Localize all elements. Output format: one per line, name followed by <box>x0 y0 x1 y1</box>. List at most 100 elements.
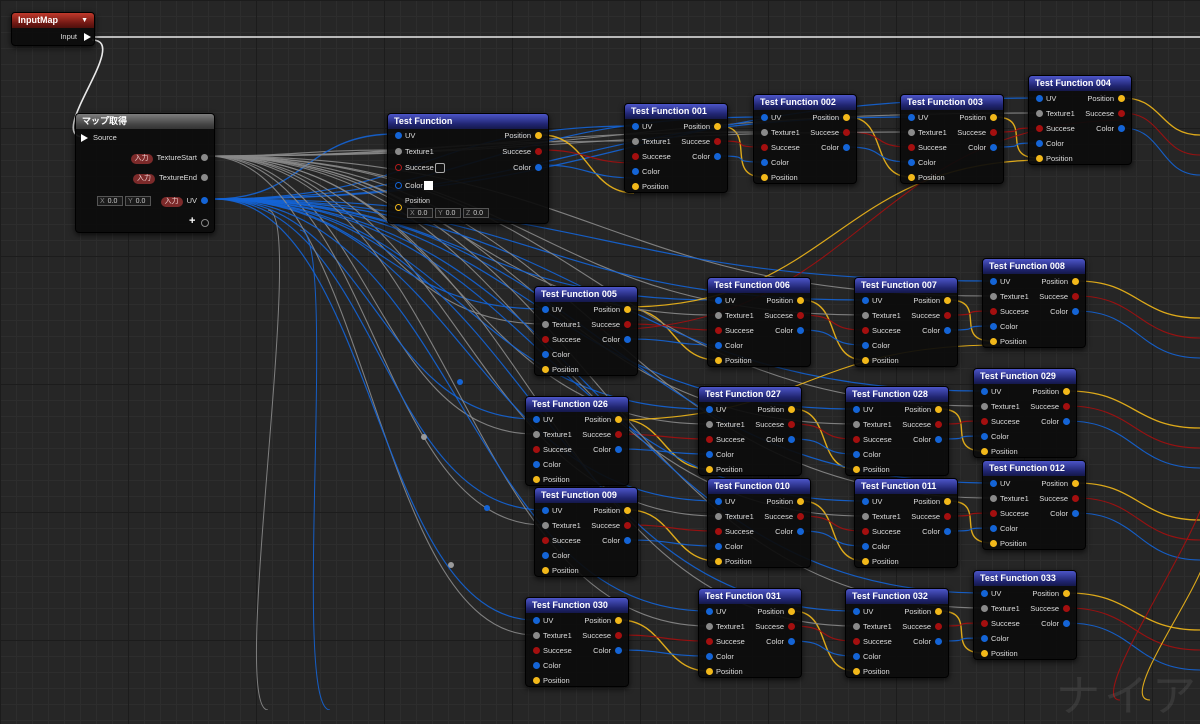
bool-pin-icon[interactable] <box>706 638 713 645</box>
position-pin-icon[interactable] <box>853 668 860 675</box>
test-function-header[interactable]: Test Function 008 <box>983 259 1085 274</box>
position-pin-icon[interactable] <box>788 608 795 615</box>
texture-pin-icon[interactable] <box>853 421 860 428</box>
position-pin-icon[interactable] <box>624 507 631 514</box>
texture-pin-icon[interactable] <box>201 174 208 181</box>
uv-pin-icon[interactable] <box>715 297 722 304</box>
color-pin-icon[interactable] <box>714 153 721 160</box>
reroute-knot[interactable] <box>448 562 454 568</box>
bool-pin-icon[interactable] <box>788 623 795 630</box>
test-function-main-node[interactable]: Test Function UV Texture1 Succese Color … <box>387 113 549 224</box>
test-function-header[interactable]: Test Function 028 <box>846 387 948 402</box>
out-color[interactable]: Color <box>526 443 628 457</box>
out-position[interactable]: Position <box>699 403 801 417</box>
uv-pin-icon[interactable] <box>395 132 402 139</box>
position-pin-icon[interactable] <box>788 406 795 413</box>
color-pin-icon[interactable] <box>1072 510 1079 517</box>
bool-pin-icon[interactable] <box>853 638 860 645</box>
main-out-succese[interactable]: Succese <box>388 145 548 159</box>
out-succese[interactable]: Succese <box>1029 107 1131 121</box>
position-pin-icon[interactable] <box>542 567 549 574</box>
color-pin-icon[interactable] <box>624 537 631 544</box>
uv-pin-icon[interactable] <box>542 507 549 514</box>
color-pin-icon[interactable] <box>615 446 622 453</box>
out-color[interactable]: Color <box>526 644 628 658</box>
texture-pin-icon[interactable] <box>542 321 549 328</box>
test-function-main-header[interactable]: Test Function <box>388 114 548 129</box>
color-pin-icon[interactable] <box>853 451 860 458</box>
add-pin-icon[interactable]: + <box>189 215 196 227</box>
texture-pin-icon[interactable] <box>632 138 639 145</box>
out-succese[interactable]: Succese <box>754 126 856 140</box>
input-map-node[interactable]: InputMap ▼ Input <box>11 12 95 46</box>
uv-pin-icon[interactable] <box>533 617 540 624</box>
color-pin-icon[interactable] <box>981 433 988 440</box>
position-pin-icon[interactable] <box>797 498 804 505</box>
position-pin-icon[interactable] <box>908 174 915 181</box>
color-pin-icon[interactable] <box>395 182 402 189</box>
position-pin-icon[interactable] <box>615 416 622 423</box>
out-color[interactable]: Color <box>535 333 637 347</box>
out-color[interactable]: Color <box>708 525 810 539</box>
out-succese[interactable]: Succese <box>855 510 957 524</box>
color-pin-icon[interactable] <box>990 144 997 151</box>
out-color[interactable]: Color <box>983 507 1085 521</box>
color-pin-icon[interactable] <box>944 528 951 535</box>
color-pin-icon[interactable] <box>908 159 915 166</box>
reroute-knot[interactable] <box>457 379 463 385</box>
position-pin-icon[interactable] <box>981 448 988 455</box>
out-color[interactable]: Color <box>855 525 957 539</box>
out-succese[interactable]: Succese <box>901 126 1003 140</box>
position-pin-icon[interactable] <box>714 123 721 130</box>
test-function-header[interactable]: Test Function 012 <box>983 461 1085 476</box>
out-succese[interactable]: Succese <box>855 309 957 323</box>
out-succese[interactable]: Succese <box>846 620 948 634</box>
color-pin-icon[interactable] <box>533 461 540 468</box>
position-pin-icon[interactable] <box>981 650 988 657</box>
get-map-header[interactable]: マップ取得 <box>76 114 214 129</box>
uv-pin-icon[interactable] <box>1036 95 1043 102</box>
texture-pin-icon[interactable] <box>1036 110 1043 117</box>
out-succese[interactable]: Succese <box>708 309 810 323</box>
position-pin-icon[interactable] <box>862 558 869 565</box>
texture-pin-icon[interactable] <box>201 154 208 161</box>
color-pin-icon[interactable] <box>1063 620 1070 627</box>
bool-pin-icon[interactable] <box>535 148 542 155</box>
color-pin-icon[interactable] <box>624 336 631 343</box>
out-position[interactable]: Position <box>535 504 637 518</box>
out-succese[interactable]: Succese <box>526 428 628 442</box>
uv-pin-icon[interactable] <box>853 608 860 615</box>
out-position[interactable]: Position <box>983 275 1085 289</box>
color-pin-icon[interactable] <box>1036 140 1043 147</box>
position-pin-icon[interactable] <box>535 132 542 139</box>
texture-pin-icon[interactable] <box>533 632 540 639</box>
bool-pin-icon[interactable] <box>615 431 622 438</box>
out-position[interactable]: Position <box>901 111 1003 125</box>
out-color[interactable]: Color <box>535 534 637 548</box>
uv-pin-icon[interactable] <box>981 388 988 395</box>
out-position[interactable]: Position <box>535 303 637 317</box>
out-succese[interactable]: Succese <box>625 135 727 149</box>
texture-pin-icon[interactable] <box>990 293 997 300</box>
out-position[interactable]: Position <box>974 587 1076 601</box>
out-position[interactable]: Position <box>846 403 948 417</box>
out-color[interactable]: Color <box>983 305 1085 319</box>
color-pin-icon[interactable] <box>788 638 795 645</box>
position-pin-icon[interactable] <box>715 558 722 565</box>
position-pin-icon[interactable] <box>624 306 631 313</box>
out-succese[interactable]: Succese <box>535 318 637 332</box>
test-function-header[interactable]: Test Function 027 <box>699 387 801 402</box>
color-pin-icon[interactable] <box>615 647 622 654</box>
bool-pin-icon[interactable] <box>624 522 631 529</box>
position-pin-icon[interactable] <box>990 114 997 121</box>
